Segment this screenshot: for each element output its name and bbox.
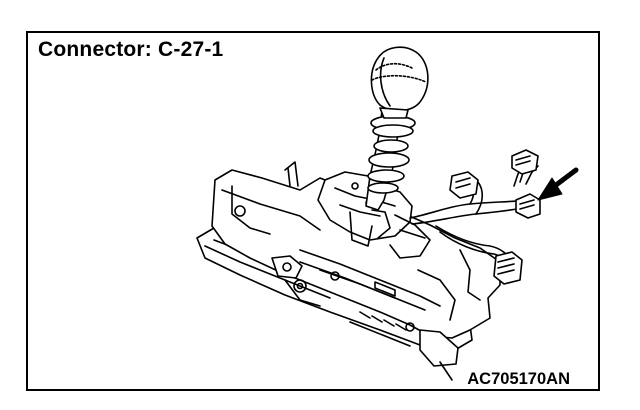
shifter-housing	[211, 161, 501, 367]
figure-code-leader	[439, 361, 453, 381]
connector-upper	[449, 171, 479, 199]
shift-lever	[365, 99, 416, 211]
arrow-icon	[537, 167, 579, 201]
connector-top-right	[511, 149, 539, 175]
figure-code: AC705170AN	[465, 370, 572, 389]
connector-c-27-1	[515, 193, 541, 219]
connector-title: Connector: C-27-1	[38, 38, 224, 61]
connector-lower-right	[493, 251, 523, 285]
shift-knob	[370, 46, 429, 119]
